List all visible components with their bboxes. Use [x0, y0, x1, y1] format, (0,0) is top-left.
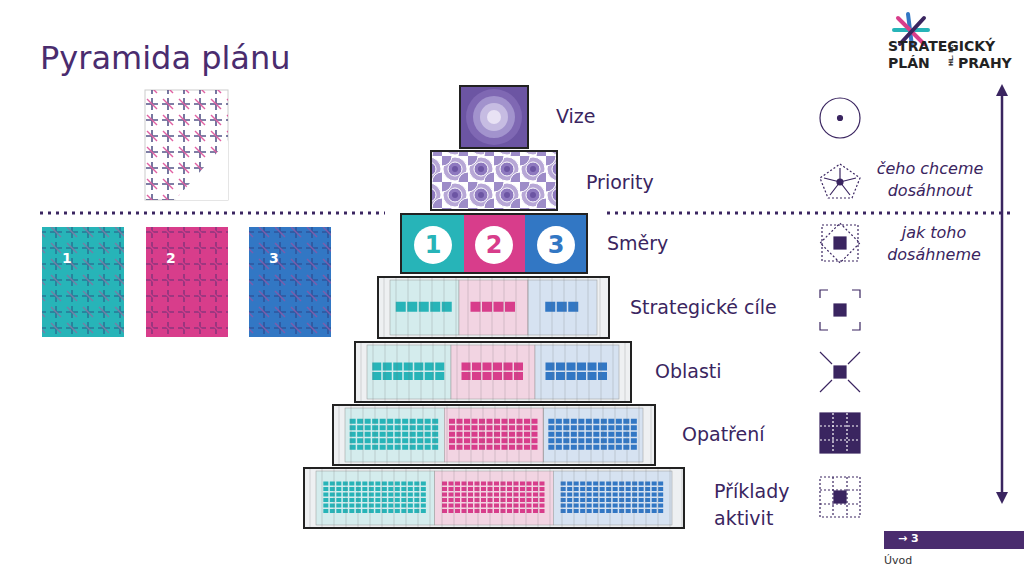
cover-number: 1	[62, 250, 72, 266]
level-label: Příklady aktivit	[714, 478, 804, 531]
level-label: Strategické cíle	[630, 297, 777, 319]
level-label: Vize	[556, 106, 596, 128]
direction-number: 1	[425, 231, 442, 259]
direction-circle: 1	[414, 226, 452, 264]
section-name: Úvod	[884, 555, 912, 568]
slide-title: Pyramida plánu	[40, 40, 291, 77]
direction-circle: 2	[475, 226, 513, 264]
cover-number: 3	[269, 250, 279, 266]
direction-number: 2	[486, 231, 503, 259]
method-note: jak toho dosáhneme	[874, 222, 994, 267]
logo-text: PLÁN	[888, 55, 930, 71]
cover-number: 2	[166, 250, 176, 266]
level-label: Opatření	[682, 424, 765, 446]
logo-text: PRAHY	[958, 55, 1012, 71]
level-label: Směry	[607, 233, 668, 255]
level-label: Priority	[586, 172, 654, 194]
goal-note: čeho chceme dosáhnout	[870, 158, 990, 203]
direction-circle: 3	[537, 226, 575, 264]
logo-text: HL. M.	[948, 45, 955, 66]
logo-text: STRATEGICKÝ	[888, 38, 995, 54]
page-number: → 3	[898, 533, 919, 546]
level-label: Oblasti	[655, 361, 722, 383]
direction-number: 3	[548, 231, 565, 259]
